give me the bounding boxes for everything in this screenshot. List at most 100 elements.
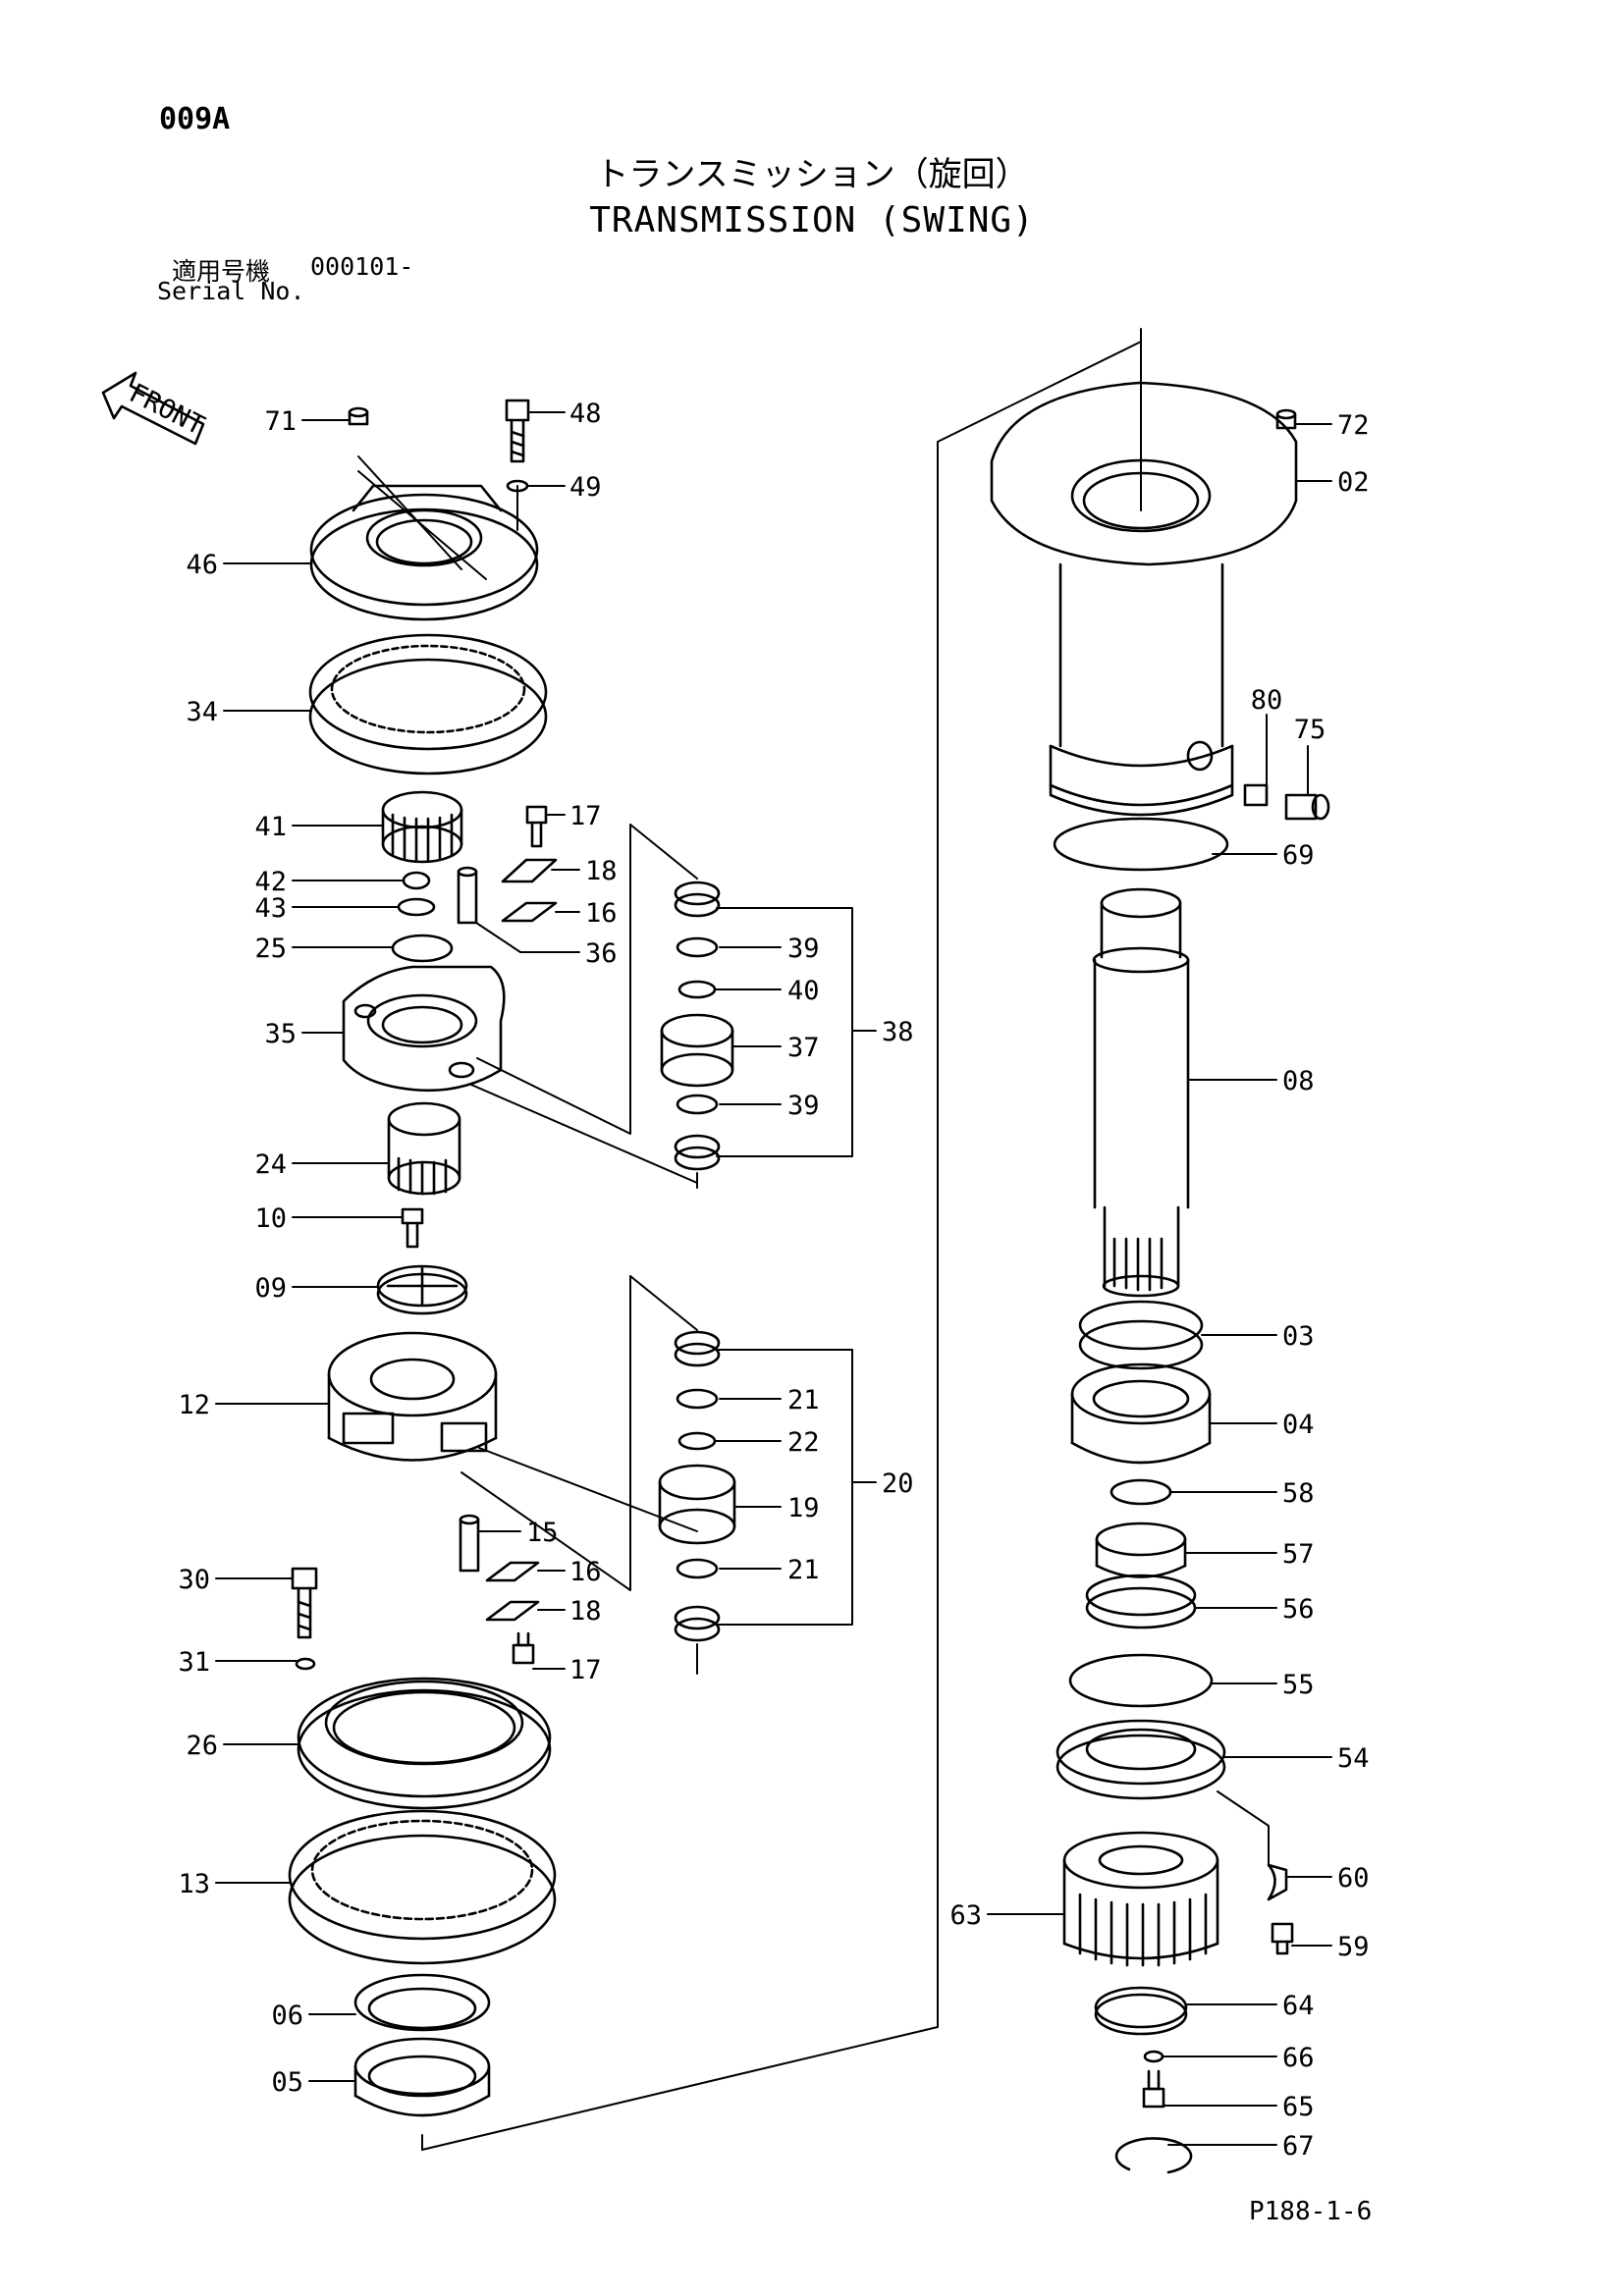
callout-18-lower: 18	[569, 1596, 602, 1627]
callout-17-lower: 17	[569, 1655, 602, 1685]
callout-20: 20	[882, 1468, 914, 1499]
front-label: FRONT	[125, 378, 209, 442]
part-02-housing	[990, 381, 1298, 817]
part-31-washer	[295, 1657, 316, 1671]
part-66-washer	[1143, 2050, 1164, 2063]
callout-39-upper-b: 39	[787, 1091, 820, 1121]
callout-13: 13	[178, 1869, 210, 1899]
callout-59: 59	[1337, 1932, 1370, 1962]
part-60-lock-plate	[1267, 1863, 1288, 1901]
callout-31: 31	[178, 1647, 210, 1678]
part-08-shaft	[1092, 887, 1190, 1298]
callout-64: 64	[1282, 1991, 1315, 2021]
callout-04: 04	[1282, 1410, 1315, 1440]
leader-lines	[215, 328, 1332, 2146]
part-42-thrust-washer	[402, 871, 431, 890]
part-54-nut	[1056, 1719, 1226, 1800]
callout-66: 66	[1282, 2043, 1315, 2073]
title-english: TRANSMISSION (SWING)	[589, 200, 1035, 240]
part-71-cap	[348, 406, 369, 426]
callout-75: 75	[1294, 715, 1326, 745]
callout-72: 72	[1337, 410, 1370, 441]
callout-34: 34	[186, 697, 218, 727]
part-67-snap-ring	[1114, 2137, 1193, 2174]
part-16-plate-lower	[485, 1561, 540, 1582]
serial-label-english: Serial No.	[157, 277, 305, 305]
callout-21-lower-b: 21	[787, 1555, 820, 1585]
part-55-shim	[1068, 1653, 1214, 1708]
page-code: P188-1-6	[1249, 2197, 1373, 2226]
part-12-carrier	[327, 1331, 498, 1462]
part-26-flange	[297, 1677, 552, 1810]
callout-12: 12	[178, 1390, 210, 1420]
callout-71: 71	[264, 406, 297, 437]
part-03-seal	[1078, 1300, 1204, 1370]
callout-60: 60	[1337, 1863, 1370, 1894]
callout-15: 15	[526, 1518, 559, 1548]
part-43-snap-ring	[397, 897, 436, 917]
part-13-internal-gear	[288, 1809, 557, 1965]
part-36-pin	[457, 866, 478, 925]
callout-35: 35	[264, 1019, 297, 1049]
callout-25: 25	[254, 934, 287, 964]
callout-05: 05	[271, 2067, 303, 2098]
callout-49: 49	[569, 472, 602, 503]
callout-19: 19	[787, 1493, 820, 1523]
front-arrow-icon: FRONT	[101, 371, 209, 446]
part-20-planet-assembly-lower	[658, 1330, 736, 1642]
callout-10: 10	[254, 1203, 287, 1234]
callout-16-upper: 16	[585, 898, 618, 929]
part-10-bolt	[401, 1207, 424, 1249]
callout-08: 08	[1282, 1066, 1315, 1096]
part-05-bearing	[353, 2037, 491, 2117]
part-56-ring	[1085, 1574, 1197, 1629]
callout-65: 65	[1282, 2092, 1315, 2122]
part-63-pinion	[1062, 1831, 1219, 1967]
callout-26: 26	[186, 1731, 218, 1761]
page-id: 009A	[159, 102, 231, 136]
callout-38: 38	[882, 1017, 914, 1047]
callout-41: 41	[254, 812, 287, 842]
part-72-cap	[1275, 408, 1297, 430]
callout-labels: 71 48 49 46 34 41 17 18 42 43 16 25 36 3…	[178, 399, 1369, 2162]
callout-63: 63	[949, 1900, 982, 1931]
part-18-plate-lower	[485, 1600, 540, 1622]
part-25-ring	[391, 934, 454, 963]
callout-58: 58	[1282, 1478, 1315, 1509]
callout-37: 37	[787, 1033, 820, 1063]
callout-67: 67	[1282, 2131, 1315, 2162]
part-17-bolt-upper	[525, 805, 548, 848]
part-30-bolt	[291, 1567, 318, 1639]
callout-39-upper-a: 39	[787, 934, 820, 964]
part-04-bearing	[1070, 1362, 1212, 1465]
part-38-planet-assembly-upper	[660, 881, 734, 1171]
part-64-plate	[1094, 1986, 1188, 2036]
callout-57: 57	[1282, 1539, 1315, 1570]
callout-69: 69	[1282, 840, 1315, 871]
callout-17-upper: 17	[569, 801, 602, 831]
part-48-bolt	[505, 399, 530, 463]
callout-06: 06	[271, 2001, 303, 2031]
part-15-pin	[459, 1514, 480, 1573]
callout-09: 09	[254, 1273, 287, 1304]
part-34-ring-gear	[308, 633, 548, 775]
callout-21-lower-a: 21	[787, 1385, 820, 1415]
part-17-bolt-lower	[512, 1631, 535, 1665]
part-06-seal	[353, 1973, 491, 2032]
part-41-sun-gear	[381, 790, 463, 864]
part-69-o-ring	[1053, 817, 1229, 872]
part-46-cover	[309, 484, 539, 621]
callout-46: 46	[186, 550, 218, 580]
part-75-fitting	[1284, 793, 1330, 821]
part-65-bolt	[1142, 2069, 1165, 2109]
serial-label-japanese: 適用号機	[172, 257, 271, 286]
callout-24: 24	[254, 1149, 287, 1180]
callout-36: 36	[585, 938, 618, 969]
part-18-plate-upper	[501, 858, 558, 883]
callout-03: 03	[1282, 1321, 1315, 1352]
serial-value: 000101-	[310, 252, 414, 281]
exploded-guide-lines	[357, 341, 1142, 2151]
callout-80: 80	[1251, 685, 1283, 716]
part-24-pinion-gear	[387, 1101, 461, 1196]
